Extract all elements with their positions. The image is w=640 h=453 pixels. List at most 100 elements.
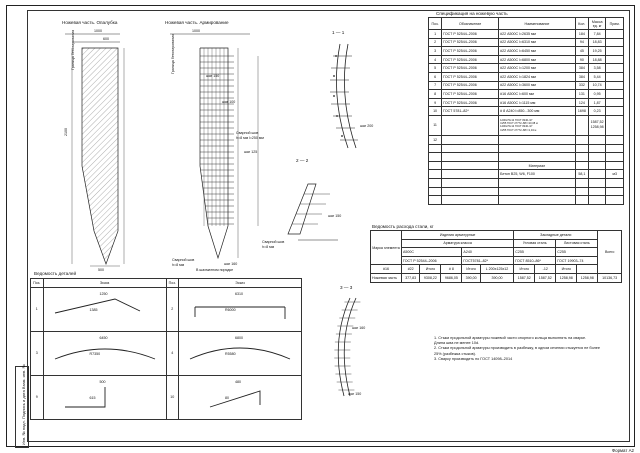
section-3-step-b: шаг 150 [348, 392, 362, 396]
steel-subhead: -12 [534, 264, 557, 274]
spec-cell: 0,23 [587, 106, 607, 116]
bending-table-title: Ведомость деталей [34, 271, 77, 276]
steel-row-value: 377,83 [400, 272, 421, 283]
steel-subhead: #22 [400, 264, 421, 274]
section-1-title: 1 — 1 [332, 30, 345, 35]
spec-cell [427, 143, 443, 154]
rebar-step-125: шаг 125 [244, 150, 258, 154]
steel-col-total: Всего [597, 230, 622, 274]
spec-cell [574, 114, 589, 136]
steel-row-value: 9686,05 [440, 272, 463, 283]
section-1-step: шаг 200 [360, 124, 374, 128]
spec-cell: #22 А500С l=6310 мм [498, 37, 576, 48]
spec-cell [498, 134, 576, 145]
spec-cell [587, 160, 607, 171]
bending-shape [64, 386, 105, 408]
steel-c255b: С255 [555, 247, 599, 257]
spec-cell: #16 А500С l=1115 мм [498, 97, 576, 108]
spec-cell: 1 [427, 29, 443, 39]
bending-dim: 6450 [99, 335, 108, 340]
note-line: Длина шва не менее 10d. [434, 341, 480, 346]
spec-cell [587, 152, 607, 162]
steel-subhead: Итого [555, 264, 578, 274]
spec-cell [587, 169, 607, 179]
spec-row-empty [427, 186, 624, 197]
spec-cell: 5 [427, 63, 443, 73]
note-line: 25% (разбежка стыков). [434, 351, 476, 356]
spec-row11-line: 1400х70х12 ГОСТ 8240–97 [500, 125, 533, 129]
spec-cell [605, 89, 624, 99]
spec-cell: 4 [427, 54, 443, 65]
spec-cell: 7 [427, 80, 443, 91]
general-notes: 1. Стыки продольной арматуры ножевой час… [434, 336, 600, 362]
spec-cell: 1698 [574, 106, 589, 116]
rebar-step-100: шаг 100 [222, 100, 236, 104]
spec-cell [605, 186, 624, 197]
spec-cell [574, 134, 589, 145]
spec-header-3: Кол. [574, 17, 589, 30]
note-line: 3. Сварку производить по ГОСТ 14098–2014 [434, 356, 513, 361]
steel-gost4: ГОСТ 19903–74 [555, 255, 599, 266]
spec-row-empty [427, 177, 624, 188]
spec-cell [605, 37, 624, 48]
spec-cell [605, 63, 624, 73]
weld-label-2b: h=8 мм [172, 263, 185, 267]
formwork-dim-500: 500 [98, 268, 104, 272]
spec-cell [605, 46, 624, 56]
spec-cell [498, 186, 576, 197]
steel-subhead: # 8 [440, 264, 463, 274]
spec-header-1: Обозначение [441, 17, 500, 30]
spec-cell [427, 177, 443, 188]
spec-cell [605, 80, 624, 91]
spec-cell [498, 177, 576, 188]
bending-dim: 1385 [89, 307, 98, 312]
formwork-dim-600: 600 [103, 37, 109, 41]
steel-subhead: #16 [370, 264, 402, 274]
spec-cell: 3,58 [587, 63, 607, 73]
rebar-dim-1000: 1000 [192, 29, 200, 33]
spec-cell [441, 186, 500, 197]
spec-cell [427, 169, 443, 179]
spec-cell [587, 177, 607, 188]
formwork-dim-2100: 2100 [64, 128, 68, 136]
spec-cell [605, 177, 624, 188]
rebar-step-150: шаг 150 [206, 74, 220, 78]
spec-cell [441, 195, 500, 205]
spec-cell: #22 А500С l=1200 мм [498, 63, 576, 73]
spec-materials-title-cell: Материал [498, 160, 576, 171]
steel-row-value: 1587,52 [534, 272, 557, 283]
section-2-step: шаг 150 [328, 214, 342, 218]
steel-row-value: 390,00 [461, 272, 481, 283]
spec-table-title: Спецификация на ножевую часть [436, 11, 508, 16]
spec-cell: ГОСТ Р 52544–2006 [441, 54, 500, 65]
spec-cell [441, 152, 500, 162]
spec-cell [605, 106, 624, 116]
bending-dim: 6310 [235, 291, 243, 296]
inner-frame [27, 10, 630, 442]
spec-cell: 384 [574, 71, 589, 82]
spec-cell [427, 186, 443, 197]
spec-cell: 124 [574, 97, 589, 108]
steel-row-value: 1587,52 [513, 272, 536, 283]
spec-cell: 18,88 [587, 54, 607, 65]
steel-row-value: 1258,98 [555, 272, 578, 283]
side-stamp: Инв. № подл. Подпись и дата Взам. инв. № [15, 364, 29, 448]
bending-shape [194, 306, 286, 319]
bending-shape [189, 347, 291, 360]
spec-header-0: Поз. [427, 17, 443, 30]
weld-label-3: Сварной шов [262, 240, 285, 244]
reinforcement-title: Ножевая часть. Армирование [165, 20, 229, 25]
spec-cell: 184 [574, 29, 589, 39]
spec-cell [441, 160, 500, 171]
steel-gost1: ГОСТ Р 52544–2006 [400, 255, 463, 266]
spec-cell: 18,83 [587, 37, 607, 48]
spec-cell [427, 152, 443, 162]
